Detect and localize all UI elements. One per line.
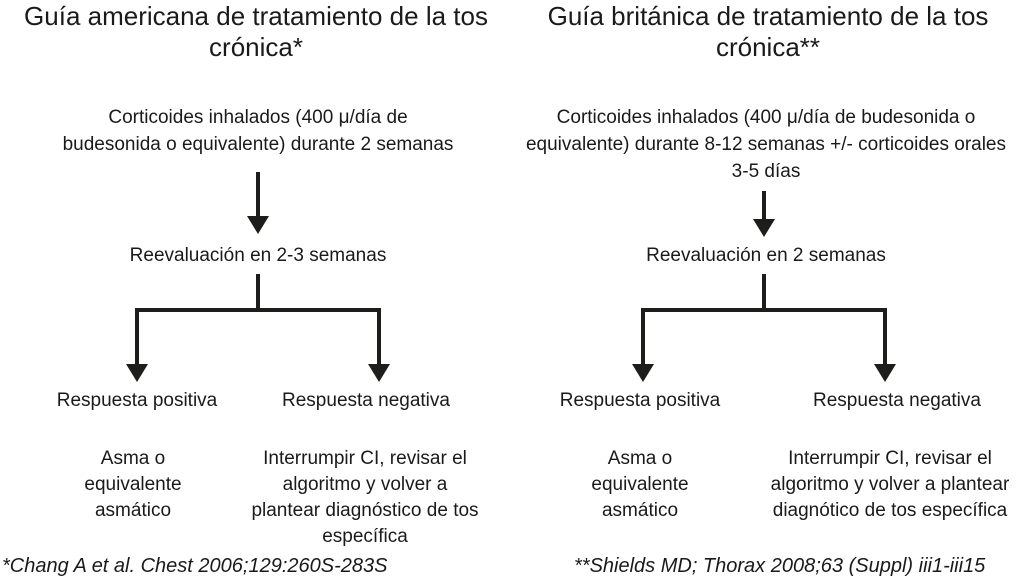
british-outcome-negative: Interrumpir CI, revisar el algoritmo y v…	[770, 448, 1010, 521]
british-branch-left-arrow-icon	[632, 364, 654, 382]
american-response-positive-label: Respuesta positiva	[56, 390, 218, 411]
british-branch-right-arrow-icon	[874, 364, 896, 382]
american-guideline-title: Guía americana de tratamiento de la tos …	[24, 1, 488, 62]
american-down-arrow-icon	[247, 216, 269, 234]
american-branch-horizontal-line	[135, 308, 381, 312]
british-response-positive-label: Respuesta positiva	[559, 390, 721, 411]
american-outcome-positive: Asma o equivalente asmático	[84, 448, 182, 521]
british-branch-right-line	[883, 308, 887, 366]
british-branch-horizontal-line	[641, 308, 887, 312]
american-branch-right-line	[377, 308, 381, 366]
british-branch-left-line	[641, 308, 645, 366]
british-treatment-step: Corticoides inhalados (400 μ/día de bude…	[525, 107, 1007, 182]
british-footnote-citation: **Shields MD; Thorax 2008;63 (Suppl) iii…	[574, 555, 986, 577]
british-response-negative-label: Respuesta negativa	[813, 390, 981, 411]
british-down-arrow-line	[762, 191, 766, 221]
british-outcome-positive: Asma o equivalente asmático	[591, 448, 689, 521]
american-footnote-citation: *Chang A et al. Chest 2006;129:260S-283S	[2, 555, 388, 577]
american-branch-left-arrow-icon	[126, 364, 148, 382]
american-reevaluation-step: Reevaluación en 2-3 semanas	[129, 245, 387, 266]
american-branch-stem-line	[256, 274, 260, 310]
american-down-arrow-line	[256, 172, 260, 218]
american-outcome-negative: Interrumpir CI, revisar el algoritmo y v…	[251, 448, 479, 547]
american-treatment-step: Corticoides inhalados (400 μ/día de bude…	[62, 107, 454, 155]
british-down-arrow-icon	[753, 219, 775, 237]
american-branch-left-line	[135, 308, 139, 366]
british-reevaluation-step: Reevaluación en 2 semanas	[646, 245, 886, 266]
british-branch-stem-line	[762, 274, 766, 310]
american-branch-right-arrow-icon	[368, 364, 390, 382]
american-response-negative-label: Respuesta negativa	[282, 390, 450, 411]
british-guideline-title: Guía británica de tratamiento de la tos …	[547, 1, 989, 62]
